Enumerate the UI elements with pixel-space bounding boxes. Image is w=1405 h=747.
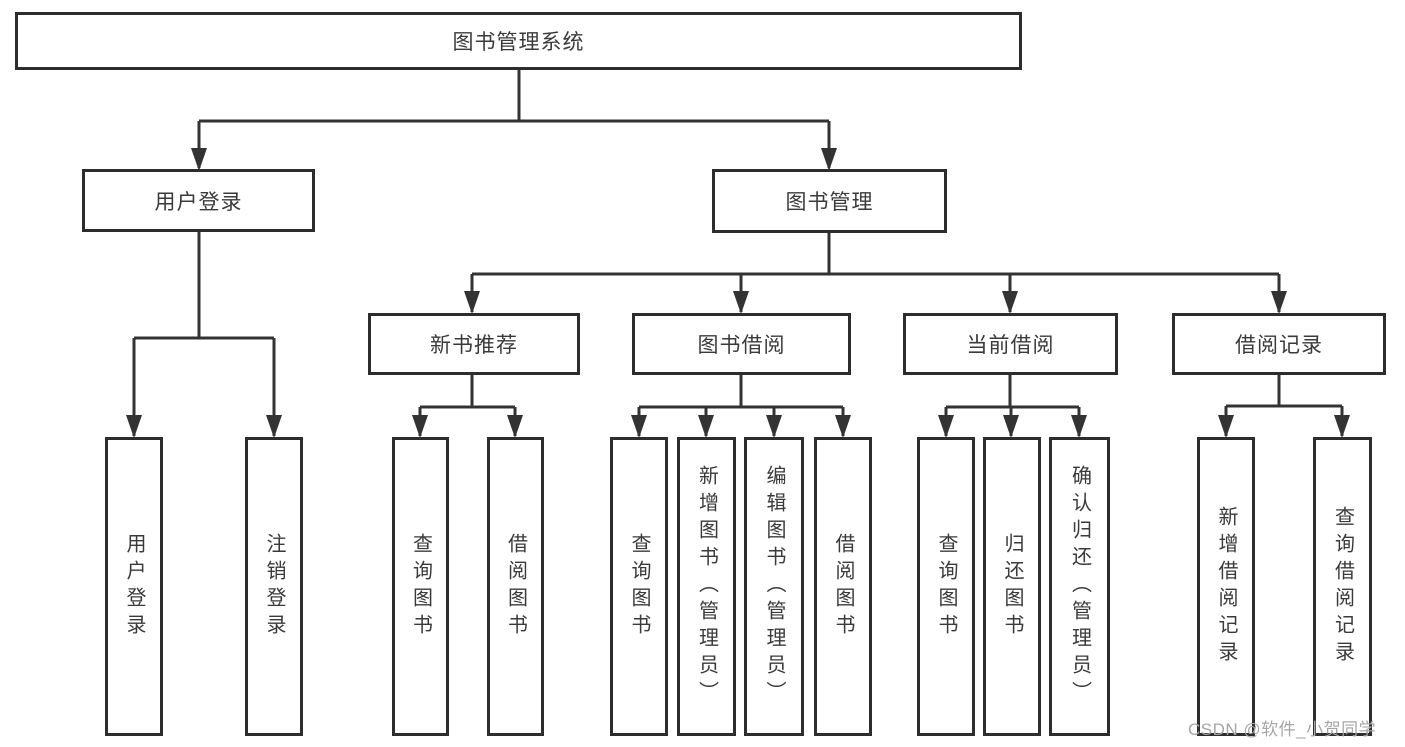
node-logout-action: 注销登录	[245, 437, 303, 736]
node-book-mgmt-label: 图书管理	[785, 191, 874, 214]
node-add-borrow-record: 新增借阅记录	[1197, 437, 1255, 736]
node-user-login: 用户登录	[82, 169, 315, 232]
node-book-mgmt: 图书管理	[712, 169, 947, 233]
node-query-books-current: 查询图书	[917, 437, 975, 736]
node-query-borrow-record: 查询借阅记录	[1313, 437, 1372, 736]
arrowheads	[126, 148, 1350, 438]
node-edit-book-admin: 编辑图书（管理员）	[744, 437, 804, 736]
node-confirm-return-admin: 确认归还（管理员）	[1049, 437, 1110, 736]
node-borrow-record-label: 借阅记录	[1235, 334, 1323, 357]
csdn-watermark: CSDN @软件_小贺同学	[1188, 720, 1377, 739]
node-borrow-books-newrec: 借阅图书	[487, 437, 544, 736]
node-book-borrow: 图书借阅	[632, 313, 851, 375]
node-root: 图书管理系统	[15, 12, 1022, 70]
node-return-book: 归还图书	[983, 437, 1041, 736]
node-borrow-books-borrow: 借阅图书	[814, 437, 872, 736]
node-query-books-borrow: 查询图书	[610, 437, 668, 736]
node-root-label: 图书管理系统	[452, 31, 585, 54]
node-add-book-admin: 新增图书（管理员）	[677, 437, 736, 736]
node-user-login-action: 用户登录	[105, 437, 163, 736]
node-query-books-newrec: 查询图书	[392, 437, 449, 736]
node-current-borrow: 当前借阅	[903, 313, 1118, 375]
node-borrow-record: 借阅记录	[1172, 313, 1386, 375]
node-user-login-label: 用户登录	[154, 190, 243, 214]
node-new-book-rec: 新书推荐	[368, 313, 580, 375]
node-current-borrow-label: 当前借阅	[966, 334, 1055, 357]
node-book-borrow-label: 图书借阅	[697, 334, 786, 357]
node-new-book-rec-label: 新书推荐	[430, 334, 518, 357]
